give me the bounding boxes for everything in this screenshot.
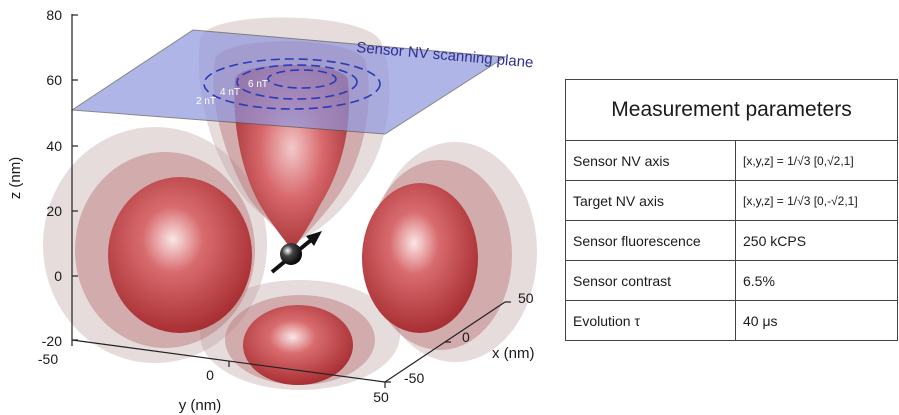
y-tick-label: -50 — [38, 351, 58, 367]
y-axis-ticks: -50 0 50 — [38, 351, 389, 405]
target-nv-spin — [270, 231, 322, 274]
param-value: [x,y,z] = 1/√3 [0,-√2,1] — [735, 180, 898, 221]
x-tick-label: 0 — [462, 329, 470, 345]
y-tick-label: 50 — [373, 389, 389, 405]
z-tick-label: 20 — [46, 203, 62, 219]
param-label: Sensor NV axis — [565, 140, 736, 181]
y-axis-label: y (nm) — [179, 397, 222, 414]
param-label: Target NV axis — [565, 180, 736, 221]
param-value: 6.5% — [735, 260, 898, 301]
measurement-parameters-table: Measurement parameters Sensor NV axis [x… — [565, 79, 898, 341]
table-row: Evolution τ 40 μs — [565, 300, 898, 341]
table-row: Sensor contrast 6.5% — [565, 260, 898, 301]
z-tick-label: 60 — [46, 72, 62, 88]
table-row: Sensor fluorescence 250 kCPS — [565, 220, 898, 261]
dipole-field-figure: 2 nT 4 nT 6 nT Sensor NV scanning plane … — [7, 7, 537, 414]
z-axis-label: z (nm) — [7, 157, 24, 200]
param-label: Evolution τ — [565, 300, 736, 341]
param-label: Sensor fluorescence — [565, 220, 736, 261]
table-title: Measurement parameters — [565, 79, 898, 141]
z-tick-label: 40 — [46, 138, 62, 154]
z-axis-ticks: 80 60 40 20 0 -20 — [42, 7, 62, 349]
y-tick-label: 0 — [206, 367, 214, 383]
x-tick-label: 50 — [518, 290, 534, 306]
param-value: 250 kCPS — [735, 220, 898, 261]
x-axis-ticks: 50 0 -50 — [404, 290, 534, 386]
z-tick-label: 80 — [46, 7, 62, 23]
contour-lines — [203, 58, 381, 110]
contour-label-6nt: 6 nT — [248, 79, 268, 90]
scanning-plane: 2 nT 4 nT 6 nT Sensor NV scanning plane — [70, 29, 534, 135]
table-row: Target NV axis [x,y,z] = 1/√3 [0,-√2,1] — [565, 180, 898, 221]
table-header-row: Measurement parameters — [565, 79, 898, 141]
table-row: Sensor NV axis [x,y,z] = 1/√3 [0,√2,1] — [565, 140, 898, 181]
z-tick-label: -20 — [42, 333, 62, 349]
contour-label-4nt: 4 nT — [220, 87, 240, 98]
contour-label-2nt: 2 nT — [196, 96, 216, 107]
z-tick-label: 0 — [54, 268, 62, 284]
param-value: 40 μs — [735, 300, 898, 341]
axes — [71, 14, 511, 388]
x-axis-label: x (nm) — [492, 345, 535, 362]
param-value: [x,y,z] = 1/√3 [0,√2,1] — [735, 140, 898, 181]
param-label: Sensor contrast — [565, 260, 736, 301]
x-tick-label: -50 — [404, 370, 424, 386]
